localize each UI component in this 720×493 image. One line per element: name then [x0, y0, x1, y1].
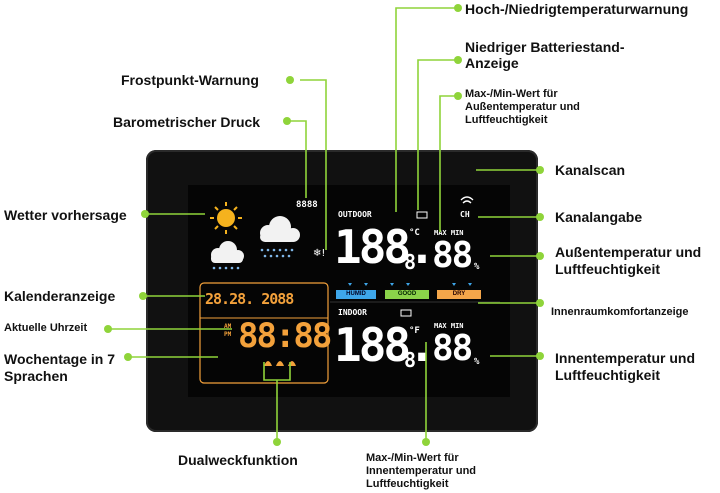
outdoor-deg-c: °C: [409, 228, 420, 238]
signal-icon: [460, 196, 474, 204]
leader-frost: [300, 79, 327, 250]
clock-panel-frame: [199, 282, 329, 384]
leader-maxmin-outdoor: [439, 95, 458, 232]
leader-battery: [417, 59, 458, 210]
pm-indicator: PM: [224, 331, 232, 338]
label-dual-alarm: Dualweckfunktion: [178, 452, 298, 468]
indoor-humidity-digits: 88: [432, 328, 473, 369]
sun-icon: [210, 202, 242, 234]
snowflake-icon: ❄!: [313, 248, 325, 259]
label-high-low-warning: Hoch-/Niedrigtemperaturwarnung: [465, 1, 689, 17]
label-weekdays-2: Sprachen: [4, 368, 68, 384]
label-maxmin-outdoor-3: Luftfeuchtigkeit: [465, 114, 548, 126]
comfort-arrows: [348, 283, 472, 286]
indoor-percent: %: [474, 357, 480, 367]
label-calendar: Kalenderanzeige: [4, 288, 116, 304]
indoor-max-min: MAX MIN: [434, 322, 464, 330]
channel-indicator: CH: [460, 210, 470, 219]
label-outdoor-temp-2: Luftfeuchtigkeit: [555, 261, 660, 277]
good-tag: GOOD: [385, 290, 429, 299]
battery-icon: [416, 211, 428, 219]
label-channel-scan: Kanalscan: [555, 162, 626, 178]
label-maxmin-outdoor-2: Außentemperatur und: [465, 101, 580, 113]
calendar-readout: 28.28. 2088: [205, 290, 294, 308]
label-maxmin-outdoor-1: Max-/Min-Wert für: [465, 88, 558, 100]
leader-pressure: [287, 120, 307, 198]
label-forecast: Wetter vorhersage: [4, 207, 127, 223]
label-low-battery-1: Niedriger Batteriestand-: [465, 39, 625, 55]
label-indoor-temp-2: Luftfeuchtigkeit: [555, 367, 660, 383]
humid-tag: HUMID: [336, 290, 376, 299]
label-frost-warning: Frostpunkt-Warnung: [121, 72, 259, 88]
label-low-battery-2: Anzeige: [465, 55, 519, 71]
label-maxmin-indoor-2: Innentemperatur und: [366, 465, 477, 477]
label-maxmin-indoor-3: Luftfeuchtigkeit: [366, 478, 449, 490]
am-indicator: AM: [224, 323, 232, 330]
battery-icon-indoor: [400, 309, 412, 317]
time-readout: 88:88: [238, 316, 332, 356]
outdoor-percent: %: [474, 262, 480, 272]
rain-cloud-icon: [211, 241, 294, 270]
indoor-temp-digits: 188.: [334, 318, 436, 372]
label-current-time: Aktuelle Uhrzeit: [4, 322, 88, 334]
label-channel: Kanalangabe: [555, 209, 643, 225]
indoor-heading: INDOOR: [338, 308, 367, 317]
leader-high-low: [395, 7, 458, 212]
outdoor-max-min: MAX MIN: [434, 229, 464, 237]
cloud-icon: [260, 216, 300, 242]
label-outdoor-temp-1: Außentemperatur und: [555, 244, 702, 260]
label-maxmin-indoor-1: Max-/Min-Wert für: [366, 452, 459, 464]
outdoor-temp-decimal: 8: [404, 250, 417, 274]
label-indoor-temp-1: Innentemperatur und: [555, 350, 696, 366]
outdoor-humidity-digits: 88: [432, 235, 473, 276]
outdoor-heading: OUTDOOR: [338, 210, 372, 219]
dry-tag: DRY: [437, 290, 481, 299]
label-weekdays-1: Wochentage in 7: [4, 351, 115, 367]
label-barometric: Barometrischer Druck: [113, 114, 261, 130]
indoor-deg-f: °F: [409, 326, 420, 336]
outdoor-temp-digits: 188.: [334, 220, 436, 274]
leader-alarm-bracket: [263, 362, 291, 381]
pressure-readout: 8888: [296, 200, 318, 210]
label-comfort: Innenraumkomfortanzeige: [551, 306, 689, 318]
indoor-temp-decimal: 8: [404, 348, 417, 372]
